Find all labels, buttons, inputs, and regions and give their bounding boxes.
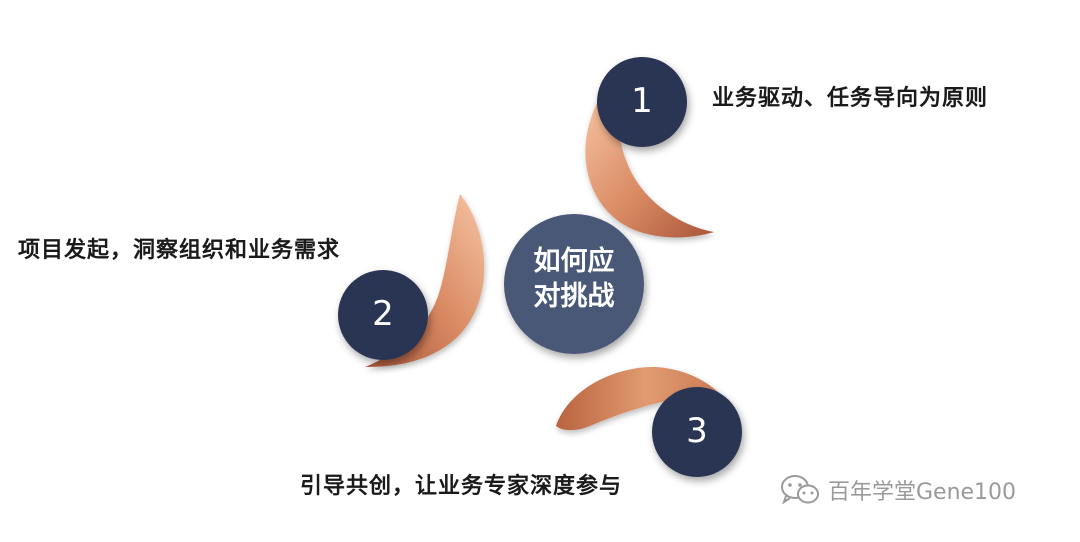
step-1-circle: [597, 57, 687, 147]
watermark-text: 百年学堂Gene100: [828, 480, 1017, 505]
step-3-number: 3: [686, 411, 708, 451]
step-1-number: 1: [631, 81, 653, 121]
step-3-circle: [652, 387, 742, 477]
step-2-number: 2: [372, 294, 394, 334]
step-2-circle: [338, 270, 428, 360]
center-title-line2: 对挑战: [533, 281, 615, 312]
step-1-text: 业务驱动、任务导向为原则: [712, 86, 989, 111]
wechat-icon: [780, 474, 820, 506]
watermark: 百年学堂Gene100: [780, 474, 1016, 506]
step-2-text: 项目发起，洞察组织和业务需求: [18, 238, 341, 263]
step-3-text: 引导共创，让业务专家深度参与: [300, 474, 623, 499]
swoosh-2: [365, 194, 485, 367]
center-circle: [504, 214, 644, 354]
swoosh-3: [556, 367, 736, 431]
center-title-line1: 如何应: [533, 246, 615, 277]
center-title: 如何应 对挑战: [512, 244, 636, 314]
